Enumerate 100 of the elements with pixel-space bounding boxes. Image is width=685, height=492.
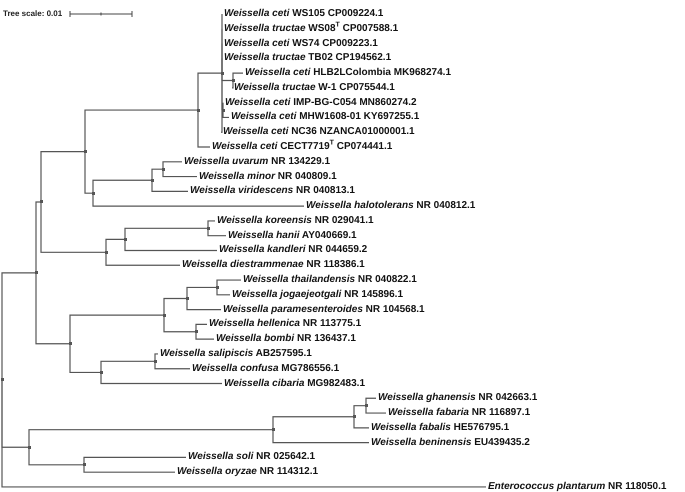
taxon-label: Weissella viridescens NR 040813.1 [188,185,355,198]
taxon-label: Weissella minor NR 040809.1 [197,170,337,183]
tree-branch [163,298,186,316]
tree-branch [105,238,124,252]
taxon-label: Weissella tructae W-1 CP075544.1 [232,82,395,94]
taxon-label: Weissella fabalis HE576795.1 [369,422,510,434]
taxon-label: Weissella ceti CECT7719$^{T}$ CP074441.1 [210,141,392,154]
tree-branch [124,228,207,240]
taxon-label: Weissella ceti MHW1608-01 KY697255.1 [229,111,420,124]
tree-branch [207,228,226,236]
tree-branch [100,372,222,384]
branch-node [186,297,188,300]
tree-branch [84,152,92,194]
branch-node [40,200,42,204]
taxon-label: Weissella bombi NR 136437.1 [214,333,356,346]
taxon-label: Weissella hanii AY040669.1 [226,230,357,242]
tree-branch [353,416,369,428]
tree-branch [124,239,217,252]
tree-branch [35,201,40,273]
branch-node [82,463,86,466]
tree-branch [365,406,386,414]
tree-branch [83,456,186,465]
tree-branch [353,405,365,417]
tree-branch [154,353,158,362]
tree-branch [35,272,69,344]
branch-node [272,428,274,432]
tree-branch [92,193,304,207]
taxon-label: Weissella kandleri NR 044659.2 [217,244,368,256]
tree-branch [151,168,162,180]
branch-node [28,446,30,449]
branch-node [34,271,38,274]
taxon-label: Weissella tructae TB02 CP194562.1 [222,52,392,64]
taxon-label: Weissella ceti WS105 CP009224.1 [222,8,384,20]
tree-branch [69,314,163,344]
taxon-label: Weissella soli NR 025642.1 [186,451,316,464]
taxon-label: Weissella paramesenteroides NR 104568.1 [221,304,425,316]
taxon-label: Weissella ceti NC36 NZANCA01000001.1 [221,126,415,138]
tree-branch [162,161,182,170]
tree-branch [186,286,216,299]
taxon-label: Weissella oryzae NR 114312.1 [175,466,318,478]
branch-node [162,314,166,317]
tree-branch [105,252,180,266]
taxon-label: Weissella beninensis EU439435.2 [369,436,530,449]
branch-node [206,226,210,230]
tree-branch [1,272,35,380]
tree-branch [40,151,84,202]
tree-branch [220,73,223,133]
tree-branch [195,332,214,340]
branch-node [196,108,200,112]
taxon-label: Weissella ghanensis NR 042663.1 [376,392,538,404]
taxon-label: Weissella hellenica NR 113775.1 [207,318,362,330]
tree-branch [207,220,215,228]
taxon-label: Weissella thailandensis NR 040822.1 [241,274,417,286]
tree-branch [84,109,197,152]
tree-branch [151,180,188,192]
taxon-label: Weissella koreensis NR 029041.1 [215,214,374,227]
tree-branch [365,398,376,406]
branch-node [124,238,126,241]
taxon-label: Weissella confusa MG786556.1 [190,362,340,375]
branch-node [150,178,154,182]
branch-node [84,150,86,154]
branch-node [232,79,234,82]
tree-branch [154,361,190,370]
tree-branch [28,429,272,448]
tree-branch [100,360,154,372]
tree-branch [83,464,175,473]
tree-branch [216,279,241,288]
taxon-label: Enterococcus plantarum NR 118050.1 [486,480,666,492]
branch-node [194,330,198,334]
branch-node [222,108,224,112]
branch-node [364,404,368,408]
branch-node [220,72,224,75]
branch-node [68,342,72,346]
branch-node [162,168,164,171]
scale-label: Tree scale: 0.01 [3,9,62,19]
taxon-label: Weissella halotolerans NR 040812.1 [304,200,476,212]
tree-branch [162,169,197,178]
tree-branch [163,315,195,332]
branch-node [104,250,108,254]
taxon-label: Weissella ceti WS74 CP009223.1 [222,38,378,50]
tree-branch [69,344,100,374]
branch-node [0,378,4,382]
taxon-label: Weissella cibaria MG982483.1 [222,378,366,390]
tree-branch [186,298,221,310]
tree-branch [272,430,369,444]
tree-branch [40,202,105,253]
tree-branch [216,287,230,296]
tree-branch [232,72,243,80]
taxon-label: Weissella uvarum NR 134229.1 [182,156,330,168]
tree-branch [197,110,210,148]
taxon-label: Weissella jogaejeotgali NR 145896.1 [230,288,404,301]
branch-node [154,360,156,363]
taxon-label: Weissella tructae WS08$^{T}$ CP007588.1 [222,22,398,35]
taxon-label: Weissella diestrammenae NR 118386.1 [180,259,365,272]
tree-branch [222,110,229,118]
taxon-label: Weissella salipiscis AB257595.1 [158,348,312,360]
tree-branch [272,416,353,430]
tree-branch [92,180,151,194]
branch-node [92,192,94,195]
branch-node [100,370,102,374]
